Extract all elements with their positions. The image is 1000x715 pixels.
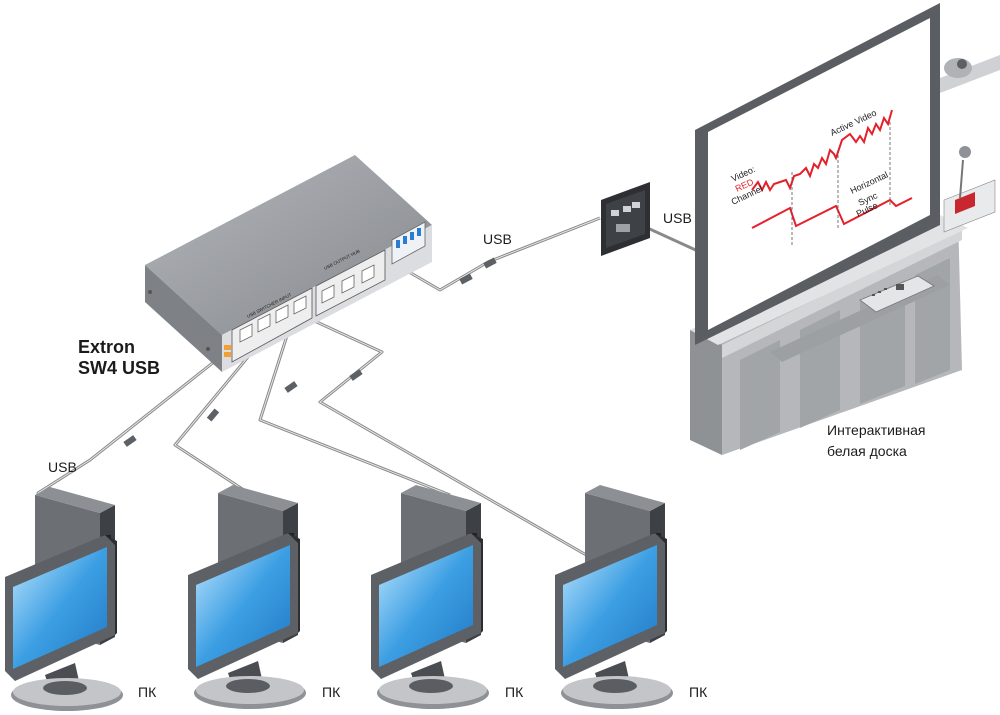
interactive-whiteboard-station <box>690 3 1000 455</box>
switcher-title-line2: SW4 USB <box>78 358 160 378</box>
cable-pc3 <box>258 319 451 497</box>
computer-1 <box>5 487 123 711</box>
usb-label-switch-plate: USB <box>483 231 512 247</box>
usb-wall-plate <box>601 182 650 256</box>
usb-label-plate-board: USB <box>663 210 692 226</box>
computer-3-label: ПК <box>505 684 524 700</box>
computer-1-label: ПК <box>138 684 157 700</box>
extron-sw4-usb-device: USB SWITCHER INPUT USB OUTPUT HUB <box>145 155 432 372</box>
computer-2 <box>188 485 306 709</box>
computer-4-label: ПК <box>689 684 708 700</box>
whiteboard-caption-line1: Интерактивная <box>827 422 925 438</box>
switcher-title-line1: Extron <box>78 337 135 357</box>
computer-3 <box>371 485 489 709</box>
whiteboard-signal-drawing <box>751 109 913 229</box>
whiteboard-caption-line2: белая доска <box>827 443 907 459</box>
usb-label-computers: USB <box>48 459 77 475</box>
cable-connectors <box>123 257 497 447</box>
computer-2-label: ПК <box>322 684 341 700</box>
computer-4 <box>555 485 673 709</box>
